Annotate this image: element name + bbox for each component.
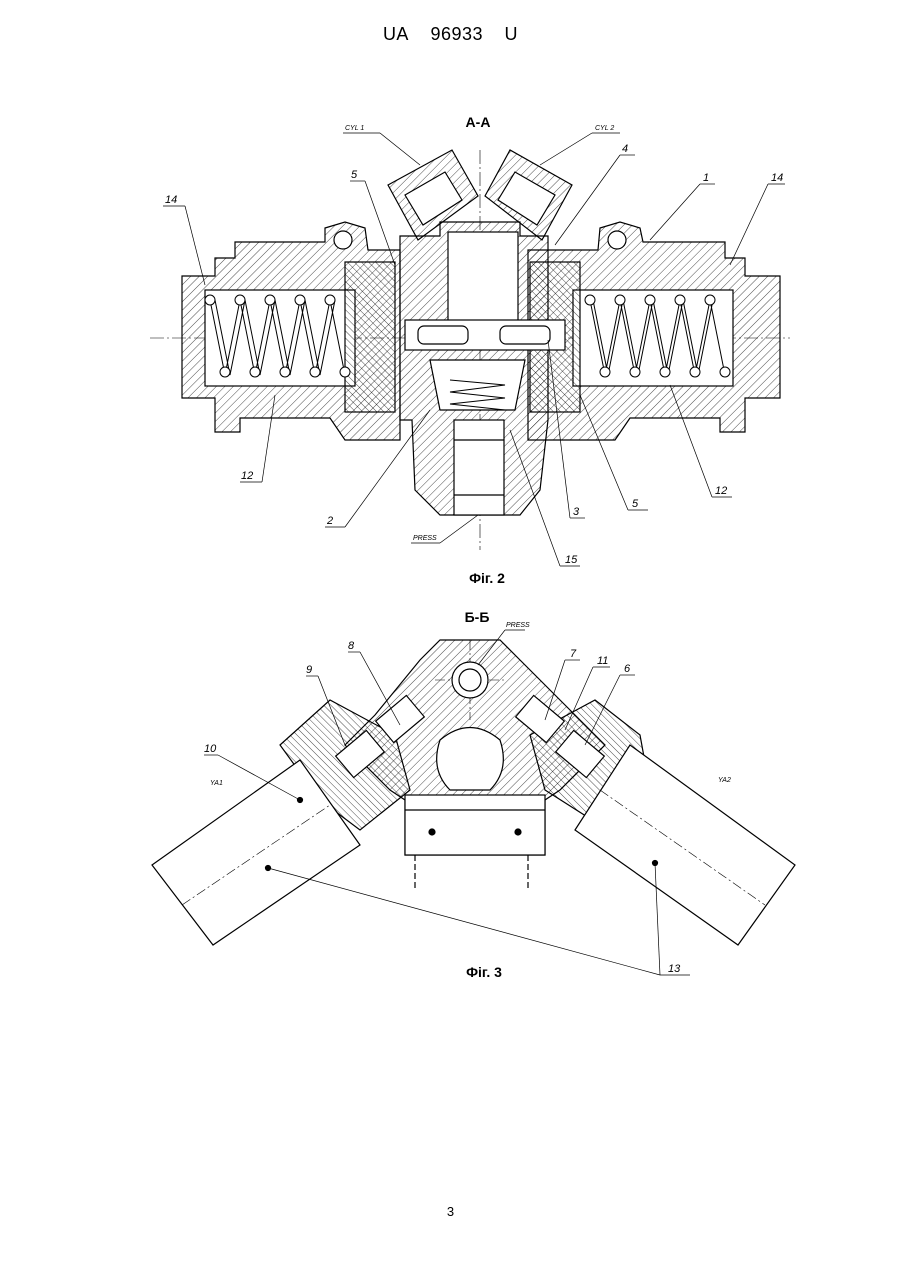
fig2-left-body xyxy=(182,222,400,440)
fig2-label-cyl1: CYL 1 xyxy=(345,125,364,132)
fig3-label-ya2: YA2 xyxy=(718,777,731,784)
fig3-label-6: 6 xyxy=(624,663,631,675)
fig2-label-15: 15 xyxy=(565,554,578,566)
fig2-label-14-right: 14 xyxy=(771,172,783,184)
fig3-label-9: 9 xyxy=(306,664,312,676)
fig2-label-14-left: 14 xyxy=(165,194,177,206)
fig2-label-press: PRESS xyxy=(413,535,437,542)
fig2-central-block xyxy=(400,222,565,515)
fig2-label-2: 2 xyxy=(326,515,333,527)
fig3-label-press: PRESS xyxy=(506,622,530,629)
fig2-right-body xyxy=(528,222,780,440)
page-number: 3 xyxy=(0,1204,901,1219)
fig3-label-ya1: YA1 xyxy=(210,780,223,787)
fig2-label-3: 3 xyxy=(573,506,580,518)
fig2-label-12-right: 12 xyxy=(715,485,727,497)
fig3-label-8: 8 xyxy=(348,640,355,652)
fig3-label-7: 7 xyxy=(570,648,577,660)
fig2-label-5-top: 5 xyxy=(351,169,358,181)
fig3-drawing: PRESS 8 9 7 11 6 10 YA1 YA2 13 xyxy=(0,600,901,1000)
fig2-label-12-left: 12 xyxy=(241,470,253,482)
fig2-drawing: CYL 1 CYL 2 14 5 4 1 14 12 2 PRESS 15 3 … xyxy=(0,0,901,600)
fig3-caption: Фіг. 3 xyxy=(434,964,534,980)
fig2-label-4: 4 xyxy=(622,143,628,155)
fig2-label-cyl2: CYL 2 xyxy=(595,125,614,132)
fig2-caption: Фіг. 2 xyxy=(437,570,537,586)
fig3-label-13: 13 xyxy=(668,963,681,975)
fig2-label-1: 1 xyxy=(703,172,709,184)
fig2-label-5-bottom: 5 xyxy=(632,498,639,510)
fig3-label-11: 11 xyxy=(597,655,608,667)
fig3-label-10: 10 xyxy=(204,743,217,755)
